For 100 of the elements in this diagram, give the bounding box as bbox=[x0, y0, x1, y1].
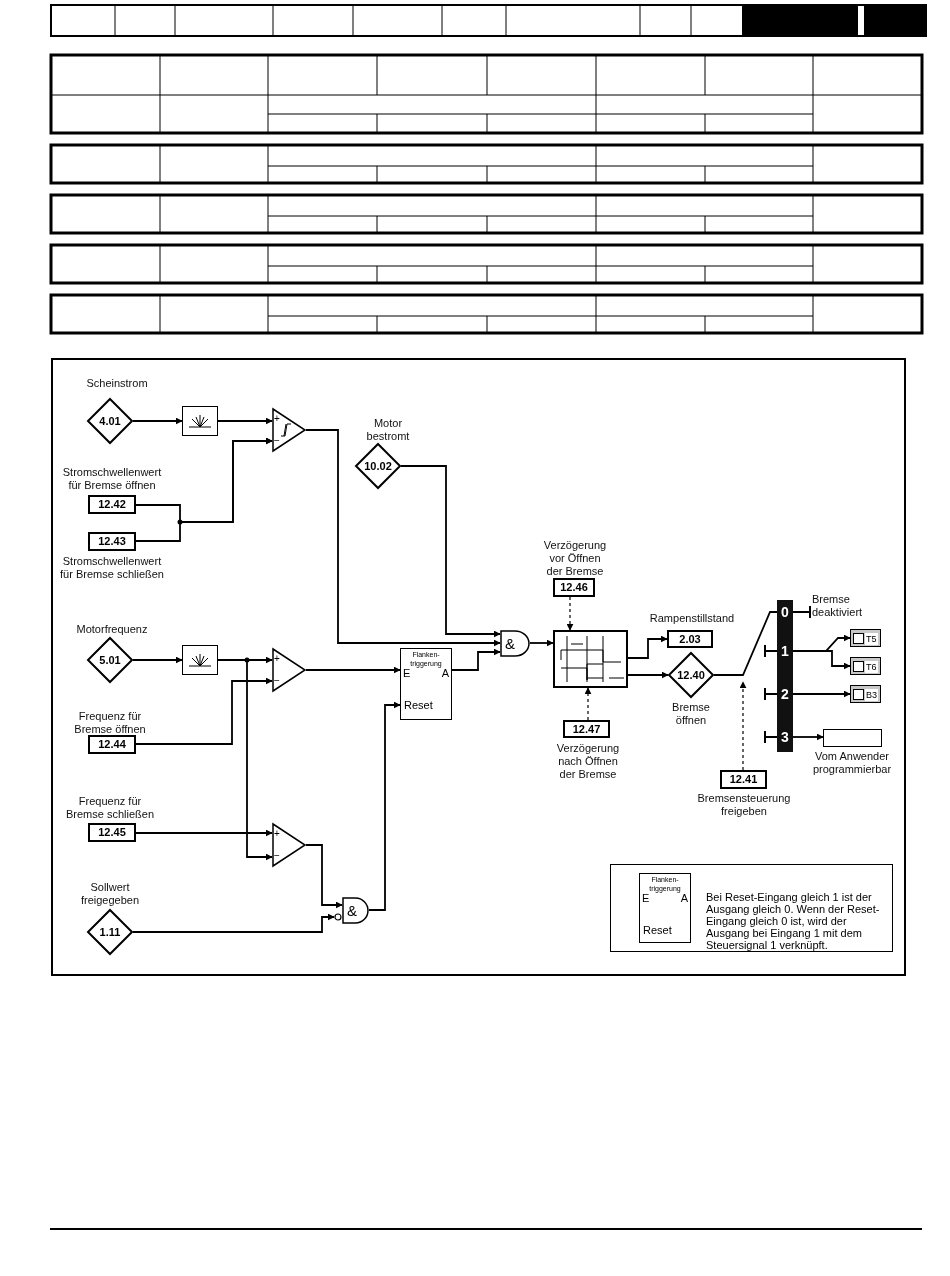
node-caption: Verzögerung nach Öffnen der Bremse bbox=[555, 742, 621, 781]
parameter-number: 12.43 bbox=[97, 535, 127, 547]
parameter-number: 12.41 bbox=[728, 773, 759, 785]
port-label: E bbox=[403, 667, 411, 679]
parameter-box bbox=[88, 823, 136, 842]
node-caption: Stromschwellenwert für Bremse öffnen bbox=[61, 466, 163, 492]
parameter-number: 12.40 bbox=[676, 669, 706, 681]
arrow bbox=[627, 671, 669, 679]
port-label: E bbox=[642, 892, 650, 904]
node-caption: Bremse öffnen bbox=[671, 701, 711, 727]
arrow bbox=[792, 733, 824, 741]
parameter-number: 10.02 bbox=[363, 460, 393, 472]
sign-label: + bbox=[274, 413, 280, 425]
parameter-box bbox=[88, 532, 136, 551]
arrow bbox=[217, 417, 273, 425]
node-caption: Bremsensteuerung freigeben bbox=[696, 792, 792, 818]
dashed-arrow bbox=[566, 596, 574, 631]
dashed-arrow bbox=[584, 687, 592, 721]
switch-line bbox=[713, 611, 778, 676]
terminal-label: B3 bbox=[865, 689, 878, 701]
arrow bbox=[451, 648, 501, 671]
comparator-symbol bbox=[272, 408, 306, 452]
parameter-number: 4.01 bbox=[98, 415, 122, 427]
node-caption: Rampenstillstand bbox=[648, 612, 736, 625]
parameter-number: 1.11 bbox=[98, 926, 122, 938]
parameter-number: 2.03 bbox=[678, 633, 702, 645]
arrow bbox=[132, 417, 183, 425]
dashed-arrow bbox=[739, 681, 747, 771]
arrow bbox=[529, 639, 554, 647]
port-label: A bbox=[680, 892, 688, 904]
arrow bbox=[305, 666, 401, 674]
parameter-number: 5.01 bbox=[98, 654, 122, 666]
arrow bbox=[305, 844, 343, 909]
arrow bbox=[627, 635, 668, 659]
comparator-symbol bbox=[272, 823, 306, 867]
parameter-box bbox=[88, 735, 136, 754]
parameter-box bbox=[667, 630, 713, 648]
terminal-box bbox=[850, 657, 881, 675]
selector-digit: 2 bbox=[780, 686, 790, 702]
abs-value-block bbox=[182, 406, 218, 436]
parameter-diamond bbox=[668, 652, 714, 698]
node-caption: Motor bestromt bbox=[365, 417, 411, 443]
node-caption: Sollwert freigegeben bbox=[79, 881, 141, 907]
parameter-diamond bbox=[87, 398, 133, 444]
node-caption: Motorfrequenz bbox=[75, 623, 149, 636]
selector-bar bbox=[777, 600, 793, 752]
arrow bbox=[132, 913, 335, 933]
edge-trigger-block bbox=[400, 648, 452, 720]
selector-digit: 3 bbox=[780, 729, 790, 745]
terminal-label: T6 bbox=[865, 661, 878, 673]
terminal-box bbox=[850, 629, 881, 647]
parameter-number: 12.42 bbox=[97, 498, 127, 510]
abs-value-block bbox=[182, 645, 218, 675]
parameter-diamond bbox=[87, 637, 133, 683]
arrow bbox=[368, 701, 401, 911]
parameter-diamond bbox=[87, 909, 133, 955]
arrow bbox=[135, 829, 273, 837]
note-text: Bei Reset-Eingang gleich 1 ist der Ausgang gleich 0. Wenn der Reset-Eingang gleich 0 ist, wird der Ausgang bei Eingang 1 mit dem Steuersignal 1 verknüpft. bbox=[706, 891, 881, 951]
parameter-box bbox=[553, 578, 595, 597]
node-caption: Vom Anwender programmierbar bbox=[811, 750, 893, 776]
terminal-box bbox=[850, 685, 881, 703]
sign-label: + bbox=[274, 653, 280, 665]
sign-label: + bbox=[274, 828, 280, 840]
arrow bbox=[135, 677, 273, 745]
and-gate bbox=[500, 630, 530, 657]
gate-symbol: & bbox=[505, 635, 515, 652]
parameter-number: 12.44 bbox=[97, 738, 127, 750]
port-label: Reset bbox=[643, 924, 672, 936]
selector-digit: 1 bbox=[780, 643, 790, 659]
arrow bbox=[135, 437, 273, 542]
parameter-number: 12.46 bbox=[559, 581, 589, 593]
arrow bbox=[792, 650, 851, 670]
arrow bbox=[400, 465, 501, 638]
port-label: A bbox=[441, 667, 449, 679]
output-box bbox=[823, 729, 882, 747]
node-caption: Verzögerung vor Öffnen der Bremse bbox=[542, 539, 608, 578]
parameter-number: 12.45 bbox=[97, 826, 127, 838]
edge-trigger-block bbox=[639, 873, 691, 943]
parameter-box bbox=[88, 495, 136, 514]
terminal-label: T5 bbox=[865, 633, 878, 645]
selector-digit: 0 bbox=[780, 604, 790, 620]
sign-label: − bbox=[274, 850, 280, 862]
gate-symbol: & bbox=[347, 902, 357, 919]
parameter-box bbox=[563, 720, 610, 738]
node-caption: Frequenz für Bremse schließen bbox=[64, 795, 155, 821]
parameter-box bbox=[720, 770, 767, 789]
node-caption: Stromschwellenwert für Bremse schließen bbox=[59, 555, 165, 581]
sign-label: − bbox=[274, 675, 280, 687]
arrow bbox=[217, 659, 273, 861]
node-caption: Scheinstrom bbox=[85, 377, 149, 390]
sign-label: − bbox=[274, 435, 280, 447]
comparator-symbol bbox=[272, 648, 306, 692]
arrow bbox=[305, 429, 501, 647]
arrow bbox=[132, 656, 183, 664]
node-caption: Frequenz für Bremse öffnen bbox=[73, 710, 147, 736]
arrow bbox=[792, 690, 851, 698]
note-box bbox=[610, 864, 893, 952]
parameter-number: 12.47 bbox=[571, 723, 602, 735]
port-label: Reset bbox=[404, 699, 433, 711]
parameter-diamond bbox=[355, 443, 401, 489]
